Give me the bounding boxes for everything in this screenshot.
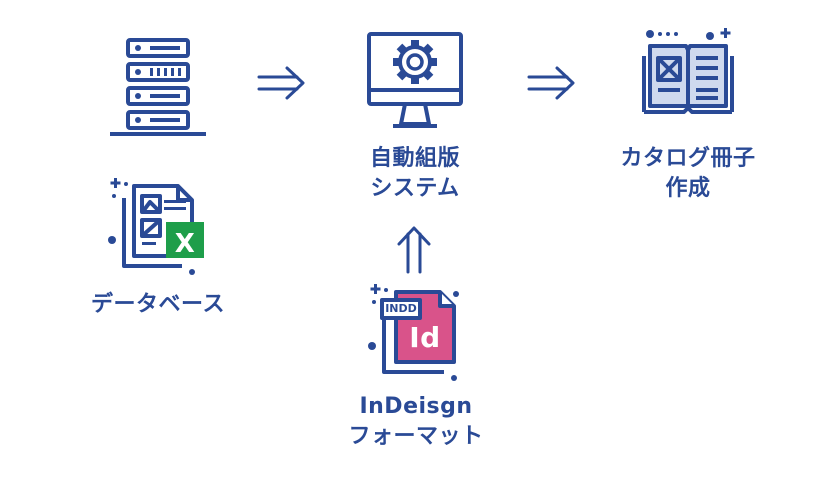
excel-document-icon [108,178,204,275]
indesign-document-icon [368,284,459,381]
catalog-label-line2: 作成 [665,176,711,201]
catalog-label: カタログ冊子 作成 [600,144,776,204]
excel-badge [166,222,204,258]
excel-badge-letter: X [174,229,196,259]
database-label: データベース [91,292,225,317]
indesign-tag: INDD [385,302,417,315]
system-label-line1: 自動組版 [369,146,460,171]
catalog-label-line1: カタログ冊子 [620,146,756,171]
open-book-icon [642,28,734,114]
indesign-label-line2: フォーマット [348,424,484,449]
double-arrow-right-icon [527,66,575,100]
monitor-gear-icon [367,32,463,128]
indesign-badge-letter: Id [409,321,441,354]
double-arrow-up-icon [397,226,431,274]
indesign-label: InDeisgn フォーマット [320,392,512,452]
indesign-label-line1: InDeisgn [359,394,473,419]
double-arrow-right-icon [257,66,305,100]
system-label-line2: システム [370,176,460,201]
system-label: 自動組版 システム [340,144,490,204]
server-icon [110,38,206,136]
